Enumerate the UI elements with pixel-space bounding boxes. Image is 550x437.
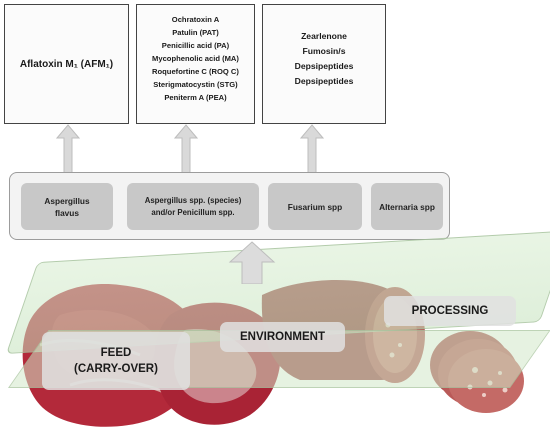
toxin-item: Ochratoxin A <box>171 15 220 24</box>
genus-label: Aspergillus flavus <box>44 195 90 218</box>
genus-label: Alternaria spp <box>379 201 435 212</box>
toxin-item: Fumosin/s <box>302 46 346 56</box>
toxin-item: Mycophenolic acid (MA) <box>152 54 239 63</box>
toxin-item: Roquefortine C (ROQ C) <box>152 67 239 76</box>
feed-text: FEED (CARRY-OVER) <box>74 347 158 375</box>
source-processing-label: PROCESSING <box>384 296 516 326</box>
toxin-item: Sterigmatocystin (STG) <box>153 80 238 89</box>
genus-alternaria: Alternaria spp <box>371 183 443 230</box>
big-up-arrow-icon <box>228 241 276 284</box>
fungal-genera-panel: Aspergillus flavus Aspergillus spp. (spe… <box>9 172 450 240</box>
toxin-box-fusarium: Zearlenone Fumosin/s Depsipeptides Depsi… <box>262 4 386 124</box>
genus-aspergillus-flavus: Aspergillus flavus <box>21 183 113 230</box>
source-environment-label: ENVIRONMENT <box>220 322 345 352</box>
environment-text: ENVIRONMENT <box>240 331 325 343</box>
toxin-box-aflatoxin: Aflatoxin M₁ (AFM₁) <box>4 4 129 124</box>
up-arrow-icon <box>300 124 324 174</box>
genus-label: Aspergillus spp. (species) and/or Penici… <box>144 195 242 217</box>
genus-label: Fusarium spp <box>287 201 343 212</box>
toxin-item: Aflatoxin M₁ (AFM₁) <box>19 58 114 70</box>
toxin-item: Penicillic acid (PA) <box>161 41 230 50</box>
up-arrow-icon <box>174 124 198 174</box>
toxin-box-aspergillus-penicillium: Ochratoxin A Patulin (PAT) Penicillic ac… <box>136 4 255 124</box>
processing-text: PROCESSING <box>411 305 489 317</box>
source-feed-label: FEED (CARRY-OVER) <box>42 332 190 390</box>
toxin-item: Depsipeptides <box>294 76 354 86</box>
genus-fusarium: Fusarium spp <box>268 183 362 230</box>
genus-aspergillus-penicillium: Aspergillus spp. (species) and/or Penici… <box>127 183 259 230</box>
toxin-item: Zearlenone <box>301 31 347 41</box>
toxin-item: Peniterm A (PEA) <box>164 93 227 102</box>
up-arrow-icon <box>56 124 80 174</box>
toxin-item: Depsipeptides <box>294 61 354 71</box>
toxin-item: Patulin (PAT) <box>172 28 219 37</box>
